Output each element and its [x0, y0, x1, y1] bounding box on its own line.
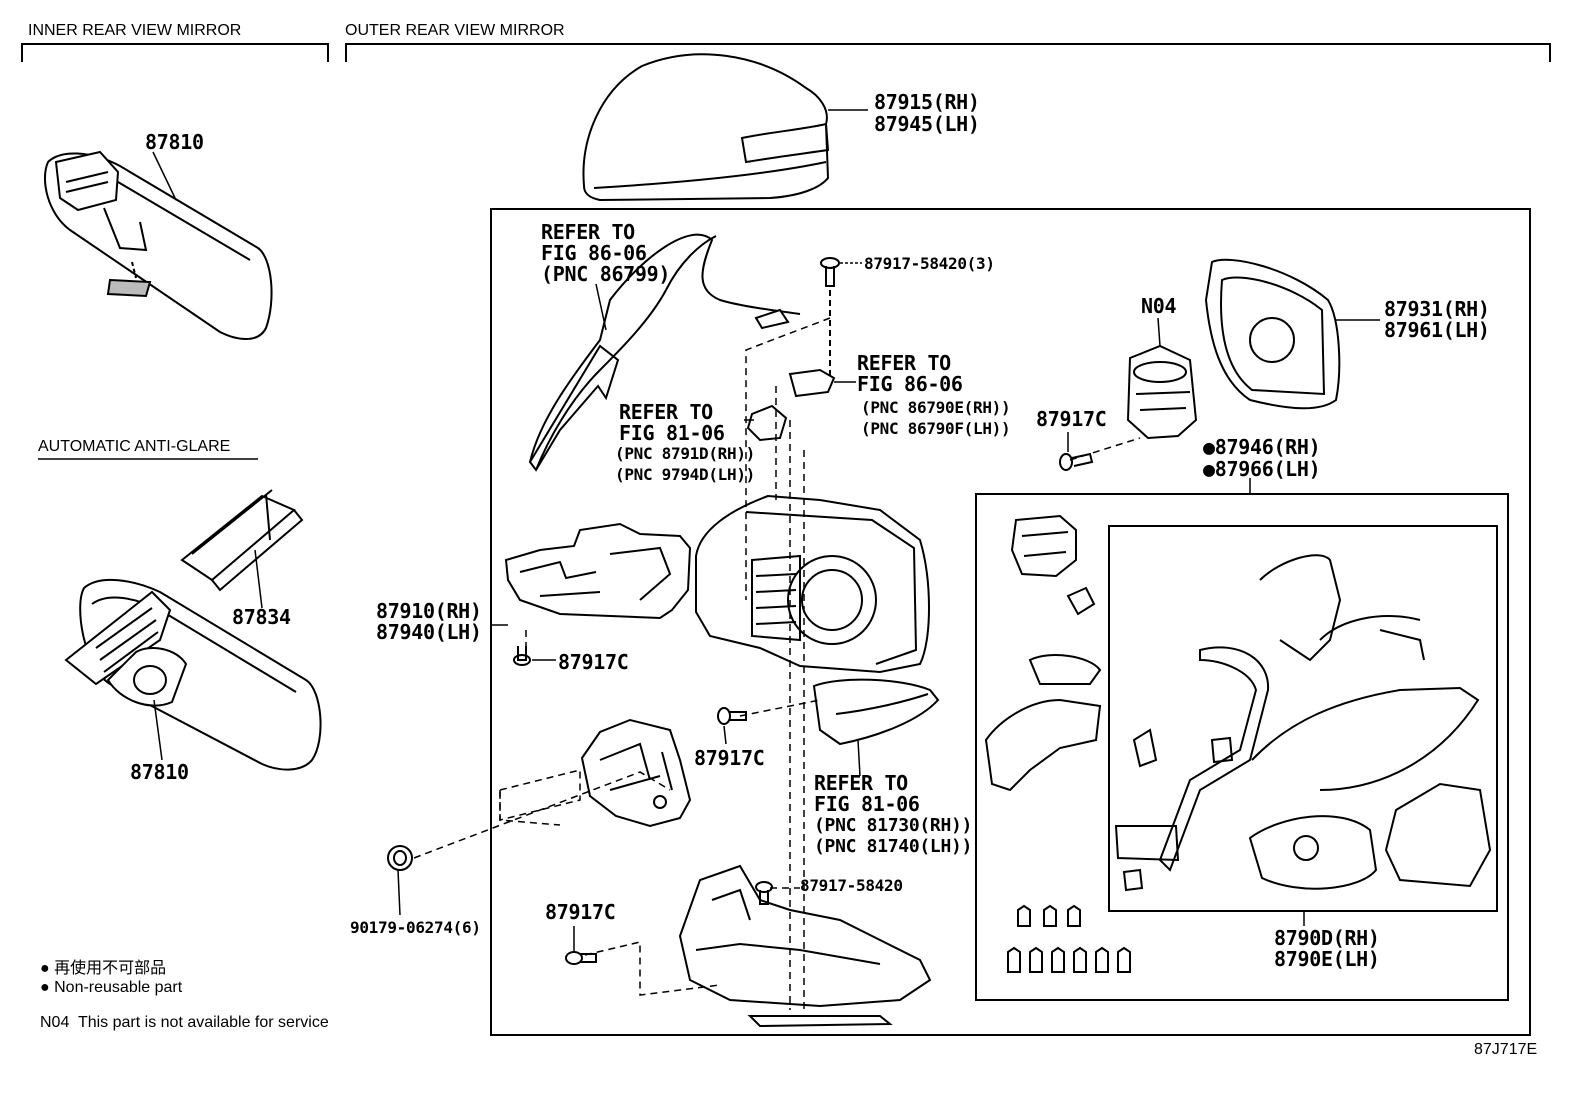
refer-81730-line1[interactable]: REFER TO	[814, 771, 908, 795]
part-label-87810-top[interactable]: 87810	[145, 130, 204, 154]
part-label-n04[interactable]: N04	[1141, 294, 1177, 318]
small-screws-drawing	[1007, 904, 1131, 973]
clip-90179-drawing	[387, 845, 413, 916]
connector-86790-drawing	[788, 368, 856, 398]
part-label-screw-58420-3[interactable]: 87917-58420(3)	[864, 254, 995, 273]
part-label-harness-rh[interactable]: 8790D(RH)	[1274, 926, 1380, 950]
refer-86790-line1[interactable]: REFER TO	[857, 351, 951, 375]
mirror-cover-drawing	[582, 53, 868, 202]
mirror-housing-drawing	[695, 494, 930, 674]
part-label-c-mid[interactable]: 87917C	[694, 746, 765, 770]
refer-81730-pnc-rh[interactable]: (PNC 81730(RH))	[814, 815, 973, 836]
outer-mirror-box	[490, 208, 1531, 1036]
refer-86790-pnc-rh[interactable]: (PNC 86790E(RH))	[861, 398, 1011, 417]
sensor-cover-drawing	[180, 489, 304, 609]
mirror-glass-drawing	[1204, 258, 1380, 410]
part-label-mirror-lh[interactable]: 87961(LH)	[1384, 318, 1490, 342]
part-label-actuator-rh[interactable]: ●87946(RH)	[1203, 435, 1321, 459]
motor-n04-drawing	[1126, 317, 1198, 440]
screw-c-left-drawing	[513, 646, 556, 666]
figure-id: 87J717E	[1474, 1041, 1538, 1058]
section-title-outer: OUTER REAR VIEW MIRROR	[345, 22, 565, 39]
refer-8791-line1[interactable]: REFER TO	[619, 400, 713, 424]
turn-signal-lens-drawing	[812, 678, 940, 777]
screw-58420-drawing	[755, 881, 773, 905]
refer-86799-line3[interactable]: (PNC 86799)	[541, 262, 671, 286]
inner-mirror-auto-drawing	[64, 578, 322, 771]
refer-8791-pnc-rh[interactable]: (PNC 8791D(RH))	[615, 444, 755, 463]
refer-8791-line2[interactable]: FIG 81-06	[619, 421, 725, 445]
wire-86799-drawing	[528, 233, 801, 472]
screw-c-mid-drawing	[717, 707, 747, 745]
part-label-actuator-lh[interactable]: ●87966(LH)	[1203, 457, 1321, 481]
refer-86799-line1[interactable]: REFER TO	[541, 220, 635, 244]
screw-c-right-drawing	[1059, 432, 1094, 471]
part-label-body-rh[interactable]: 87910(RH)	[376, 599, 482, 623]
part-label-cover-lh[interactable]: 87945(LH)	[874, 112, 980, 136]
refer-81730-line2[interactable]: FIG 81-06	[814, 792, 920, 816]
part-label-cover-rh[interactable]: 87915(RH)	[874, 90, 980, 114]
outer-section-bracket	[345, 43, 1551, 62]
bracket-8791-drawing	[744, 404, 788, 442]
part-label-c-left[interactable]: 87917C	[558, 650, 629, 674]
screw-c-bottom-drawing	[565, 926, 597, 965]
part-label-mirror-rh[interactable]: 87931(RH)	[1384, 297, 1490, 321]
legend-n04-note: N04 This part is not available for servi…	[40, 1014, 329, 1031]
part-label-screw-58420[interactable]: 87917-58420	[800, 876, 903, 895]
part-label-harness-lh[interactable]: 8790E(LH)	[1274, 947, 1380, 971]
refer-86790-pnc-lh[interactable]: (PNC 86790F(LH))	[861, 419, 1011, 438]
part-label-87810-bottom[interactable]: 87810	[130, 760, 189, 784]
mirror-base-drawing	[490, 522, 692, 626]
refer-81730-pnc-lh[interactable]: (PNC 81740(LH))	[814, 836, 973, 857]
actuator-box	[975, 493, 1509, 1001]
inner-section-bracket	[21, 43, 329, 62]
part-label-87834[interactable]: 87834	[232, 605, 291, 629]
lower-base-drawing	[678, 864, 932, 1028]
section-title-inner: INNER REAR VIEW MIRROR	[28, 22, 242, 39]
retract-unit-drawing	[580, 718, 692, 828]
legend-nonreusable-jp: ● 再使用不可部品	[40, 960, 167, 977]
part-label-c-bottom[interactable]: 87917C	[545, 900, 616, 924]
inner-mirror-top-drawing	[44, 150, 273, 340]
harness-box	[1108, 525, 1498, 912]
legend-nonreusable-en: ● Non-reusable part	[40, 979, 183, 996]
actuator-parts-drawing	[984, 478, 1251, 792]
refer-86799-line2[interactable]: FIG 86-06	[541, 241, 647, 265]
refer-8791-pnc-lh[interactable]: (PNC 9794D(LH))	[615, 465, 755, 484]
refer-86790-line2[interactable]: FIG 86-06	[857, 372, 963, 396]
part-label-clip[interactable]: 90179-06274(6)	[350, 918, 481, 937]
screw-58420-3-drawing	[820, 257, 862, 380]
part-label-c-right[interactable]: 87917C	[1036, 407, 1107, 431]
part-label-body-lh[interactable]: 87940(LH)	[376, 620, 482, 644]
section-title-auto: AUTOMATIC ANTI-GLARE	[38, 438, 231, 455]
harness-parts-drawing	[1114, 554, 1492, 926]
